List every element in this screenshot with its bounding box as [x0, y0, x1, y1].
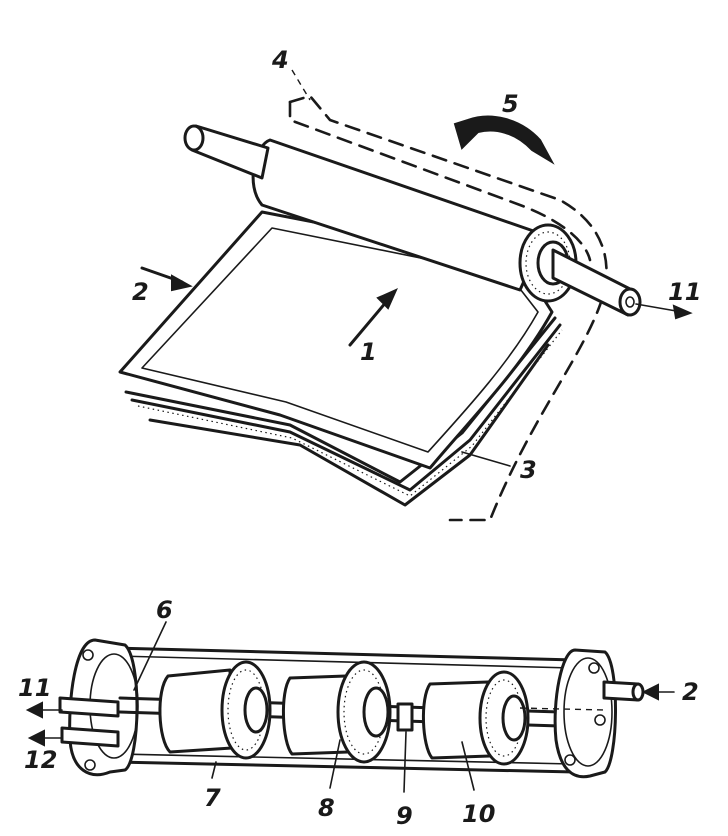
right-flange-bolt-3: [594, 714, 606, 726]
leader-8: [329, 739, 341, 789]
label-12: 12: [24, 746, 57, 774]
sheet-main-border: [141, 227, 539, 453]
spacer-ring: [396, 702, 414, 732]
arrow-1-head: [376, 288, 398, 310]
arrow-12-head: [27, 729, 45, 747]
right-flange-bolt-1: [588, 662, 600, 674]
lifted-sheet-outline: [288, 94, 608, 522]
leader-6: [133, 621, 167, 691]
label-8: 8: [318, 794, 335, 822]
label-6: 6: [156, 596, 173, 624]
flow-centerline: [519, 707, 605, 711]
roller-cylinder: [251, 138, 547, 292]
roller-1-hub: [243, 686, 269, 734]
arrow-2-bottom-head: [641, 683, 659, 701]
rotation-arrow-5: [453, 115, 555, 165]
label-4: 4: [271, 46, 289, 74]
cartridge-tube-bottom: [113, 760, 577, 774]
sheet-layer-bottom: [148, 343, 550, 507]
leader-10: [461, 741, 475, 791]
sheet-layer-3: [130, 323, 562, 492]
left-flange-bolt-2: [84, 759, 96, 771]
cartridge-tube-inner-top: [117, 655, 573, 669]
label-1: 1: [360, 338, 377, 366]
label-7: 7: [204, 784, 221, 812]
label-11-top: 11: [668, 278, 701, 306]
outlet-pipe-11: [58, 696, 120, 718]
leader-9: [403, 731, 407, 793]
label-9: 9: [396, 802, 413, 830]
left-flange-bolt-1: [82, 649, 94, 661]
arrow-2-top-head: [171, 274, 193, 292]
roller-3-body: [421, 680, 492, 760]
roller-axle-left-end: [183, 124, 205, 152]
arrow-11-top-head: [672, 304, 693, 320]
lifted-sheet-lower-edge: [288, 100, 592, 262]
roller-axle-right-bore: [625, 296, 635, 308]
label-11-bottom: 11: [18, 674, 51, 702]
roller-1-body: [158, 668, 234, 754]
cartridge-tube-top: [113, 646, 577, 662]
label-3: 3: [520, 456, 537, 484]
leader-7: [211, 761, 217, 779]
roller-axle-right-end: [618, 287, 642, 317]
roller-2-body: [282, 674, 350, 756]
leader-3: [461, 451, 511, 467]
bottom-roller-cartridge: [25, 621, 675, 793]
roller-3-hub: [501, 694, 527, 742]
right-flange-face: [563, 657, 613, 767]
leader-4: [291, 69, 311, 101]
right-flange-bolt-2: [564, 754, 576, 766]
roller-2-hub: [362, 686, 390, 738]
inlet-pipe-2-end: [631, 682, 645, 702]
arrow-11-bottom-head: [25, 701, 43, 719]
label-5: 5: [502, 90, 519, 118]
outlet-pipe-12: [60, 726, 120, 748]
label-2-top: 2: [132, 278, 149, 306]
label-10: 10: [462, 800, 495, 828]
label-2-bottom: 2: [682, 678, 699, 706]
top-rolling-diagram: [118, 69, 693, 522]
